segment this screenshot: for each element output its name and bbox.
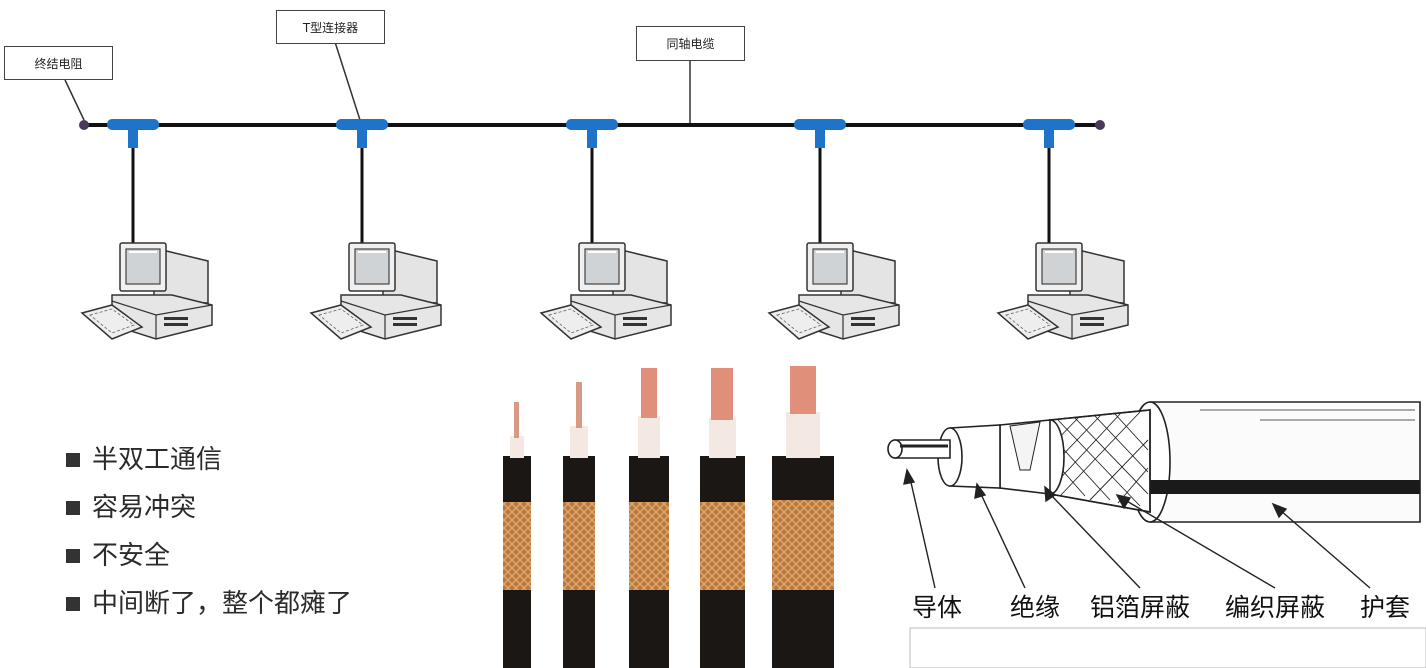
coax-structure-diagram: [887, 401, 1421, 523]
computer-icon: [540, 242, 672, 340]
computer-icon: [81, 242, 213, 340]
overlay-panel-edge: [909, 627, 1426, 668]
label-conductor: 导体: [912, 593, 963, 622]
list-item: 半双工通信: [66, 436, 352, 484]
label-braid-shield: 编织屏蔽: [1225, 593, 1326, 622]
bus-drawbacks-list: 半双工通信 容易冲突 不安全 中间断了，整个都瘫了: [66, 436, 352, 628]
list-item: 容易冲突: [66, 484, 352, 532]
coax-cable-samples: [503, 366, 834, 668]
list-item: 不安全: [66, 532, 352, 580]
computer-icon: [768, 242, 900, 340]
callout-coax-cable: 同轴电缆: [636, 26, 745, 61]
computer-icon: [997, 242, 1129, 340]
label-jacket: 护套: [1360, 593, 1411, 622]
terminator-left: [79, 120, 89, 130]
bullet-square-icon: [66, 549, 80, 563]
callout-terminator: 终结电阻: [4, 46, 113, 80]
t-connectors: [107, 119, 1075, 245]
bullet-square-icon: [66, 453, 80, 467]
bullet-square-icon: [66, 501, 80, 515]
label-foil-shield: 铝箔屏蔽: [1090, 593, 1191, 622]
callout-t-connector: T型连接器: [276, 10, 385, 44]
computer-icon: [310, 242, 442, 340]
label-insulation: 绝缘: [1010, 593, 1061, 622]
list-item: 中间断了，整个都瘫了: [66, 580, 352, 628]
bullet-square-icon: [66, 597, 80, 611]
part-arrows: [903, 468, 1371, 589]
terminator-right: [1095, 120, 1105, 130]
